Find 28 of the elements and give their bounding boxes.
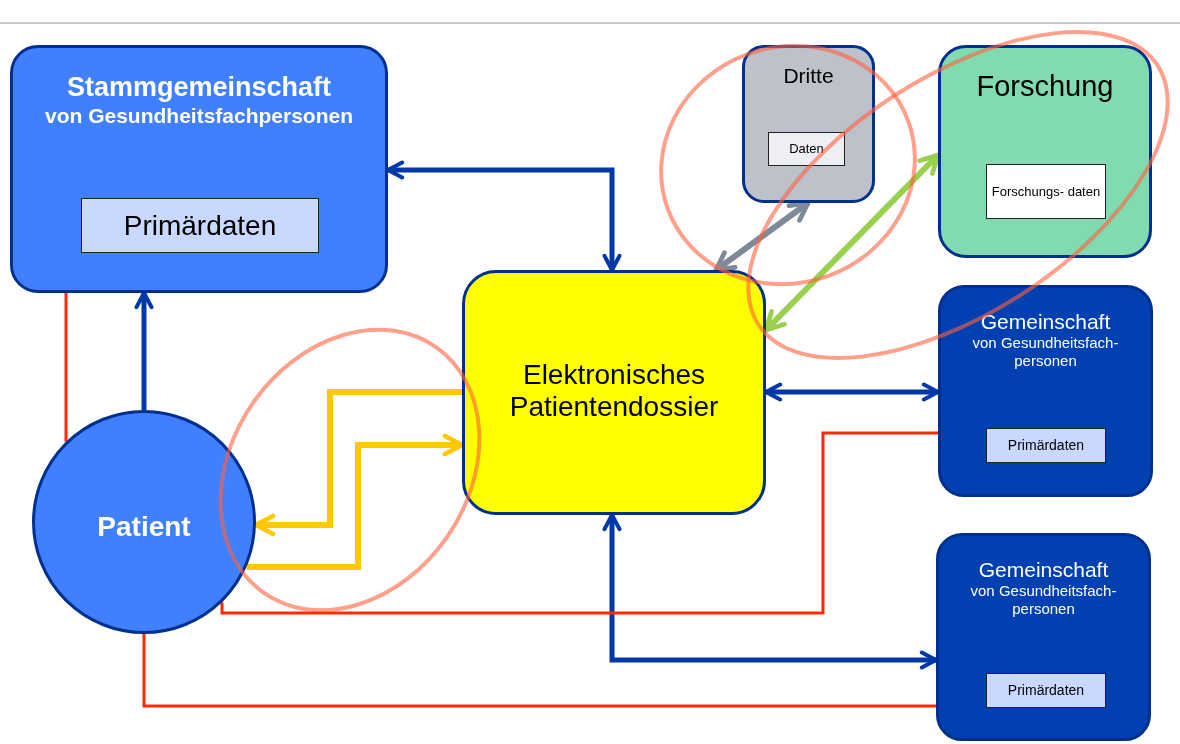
node-subtitle: von Gesundheitsfachpersonen [44,103,354,129]
node-subtitle: von Gesundheitsfach- personen [969,582,1118,619]
group-box [742,45,875,203]
data-box: Primärdaten [986,673,1106,708]
node-title: Dritte [783,64,834,89]
group-box [938,285,1153,497]
node-subtitle: von Gesundheitsfach- personen [971,334,1120,371]
data-box: Daten [768,132,845,166]
group-box [936,533,1151,741]
arrow [134,291,154,410]
connector-line [64,293,68,442]
node-title: Gemeinschaft [980,310,1111,335]
node-title: Elektronisches Patientendossier [508,359,720,424]
data-box: Primärdaten [986,428,1106,463]
node-title: Gemeinschaft [978,558,1109,583]
group-box [10,45,388,293]
data-box: Primärdaten [81,198,319,253]
data-box: Forschungs- daten [986,164,1106,219]
arrow [602,513,938,670]
connector-line [142,634,936,708]
connector-line [220,431,938,615]
arrow [386,160,622,272]
node-title: Stammgemeinschaft [66,72,332,104]
group-box [938,45,1152,258]
arrow [764,382,940,402]
node-title: Forschung [976,70,1114,104]
node-title: Patient [97,511,191,544]
group-box [462,270,766,515]
